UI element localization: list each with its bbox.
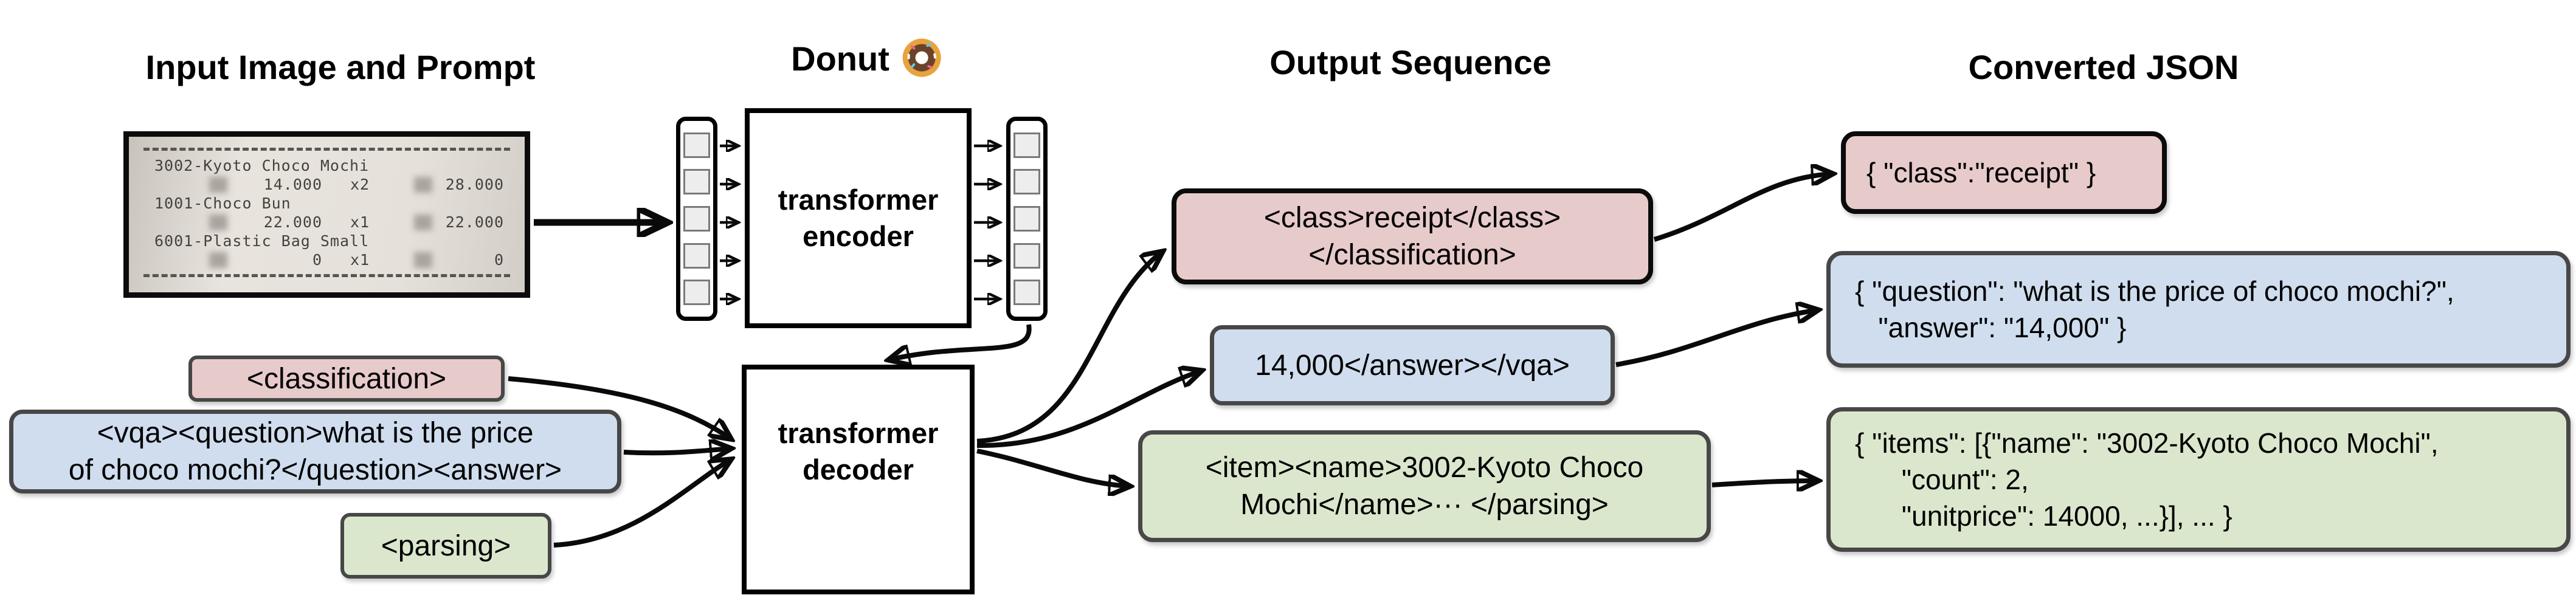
title-output-sequence: Output Sequence (1269, 43, 1552, 81)
feature-token-column (1006, 117, 1048, 321)
token-cell (683, 205, 710, 232)
output-classification-box: <class>receipt</class> </classification> (1172, 188, 1653, 284)
redaction-blur (414, 214, 432, 230)
receipt-separator (143, 274, 510, 277)
arrow-decoder-to-parsing-output (976, 449, 1130, 486)
receipt-item-price-row: 14.000 x2 28.000 (142, 175, 511, 194)
redaction-blur (209, 252, 227, 268)
receipt-item-price-row: 22.000 x1 22.000 (142, 213, 511, 232)
receipt-item-name: 1001-Choco Bun (154, 194, 291, 212)
json-parsing-box: { "items": [{"name": "3002-Kyoto Choco M… (1826, 407, 2571, 552)
json-classification-box: { "class":"receipt" } (1841, 131, 2167, 214)
arrow-class-output-to-json (1653, 174, 1832, 242)
transformer-decoder-label: transformer decoder (778, 417, 939, 486)
donut-sprinkle (910, 44, 916, 50)
receipt-unit-price: 0 (312, 251, 322, 269)
receipt-item-price-row: 0 x1 0 (142, 250, 511, 269)
output-parsing-box: <item><name>3002-Kyoto Choco Mochi</name… (1138, 430, 1711, 542)
prompt-parsing-box: <parsing> (340, 513, 551, 579)
donut-sprinkle (927, 64, 933, 69)
donut-icon (901, 38, 942, 78)
receipt-line-total: 28.000 (445, 176, 504, 193)
transformer-decoder-box: transformer decoder (742, 365, 975, 594)
receipt-line-total: 22.000 (445, 213, 504, 231)
token-cell (683, 169, 710, 195)
arrow-prompt-vqa (623, 449, 731, 453)
arrow-encoder-to-decoder (889, 324, 1032, 360)
token-cell (1013, 169, 1040, 195)
redaction-blur (414, 252, 432, 268)
title-donut-text: Donut (791, 40, 889, 78)
token-cell (683, 132, 710, 158)
receipt-separator (143, 148, 510, 151)
donut-sprinkle (925, 43, 932, 47)
receipt-item-name: 6001-Plastic Bag Small (154, 232, 370, 250)
token-cell (1013, 280, 1040, 306)
receipt-quantity: x2 (350, 176, 370, 193)
prompt-classification-box: <classification> (188, 356, 505, 402)
output-vqa-box: 14,000</answer></vqa> (1210, 325, 1615, 405)
arrow-decoder-to-class-output (976, 252, 1162, 444)
receipt-item-name: 3002-Kyoto Choco Mochi (154, 157, 370, 174)
input-receipt-image: 3002-Kyoto Choco Mochi 14.000 x2 28.000 … (123, 131, 530, 298)
patch-token-column (676, 117, 717, 321)
receipt-quantity: x1 (350, 251, 370, 269)
redaction-blur (209, 176, 227, 193)
title-donut: Donut (791, 38, 942, 78)
donut-sprinkle (907, 53, 910, 60)
arrow-parsing-output-to-json (1711, 481, 1818, 485)
transformer-encoder-label: transformer encoder (778, 184, 939, 252)
arrow-vqa-output-to-json (1615, 310, 1818, 367)
redaction-blur (414, 176, 432, 193)
token-cell (683, 280, 710, 306)
title-converted-json: Converted JSON (1968, 48, 2239, 86)
receipt-unit-price: 22.000 (263, 213, 322, 231)
receipt-quantity: x1 (350, 213, 370, 231)
receipt-unit-price: 14.000 (263, 176, 322, 193)
receipt-line-total: 0 (494, 251, 504, 269)
token-cell (1013, 205, 1040, 232)
token-cell (683, 242, 710, 269)
transformer-encoder-box: transformer encoder (745, 108, 972, 328)
json-vqa-box: { "question": "what is the price of choc… (1826, 251, 2571, 368)
token-cell (1013, 132, 1040, 158)
donut-sprinkle (933, 53, 937, 59)
donut-sprinkle (910, 63, 916, 69)
token-cell (1013, 242, 1040, 269)
title-input-image-and-prompt: Input Image and Prompt (145, 48, 536, 86)
prompt-vqa-box: <vqa><question>what is the price of choc… (9, 410, 621, 493)
redaction-blur (209, 214, 227, 230)
